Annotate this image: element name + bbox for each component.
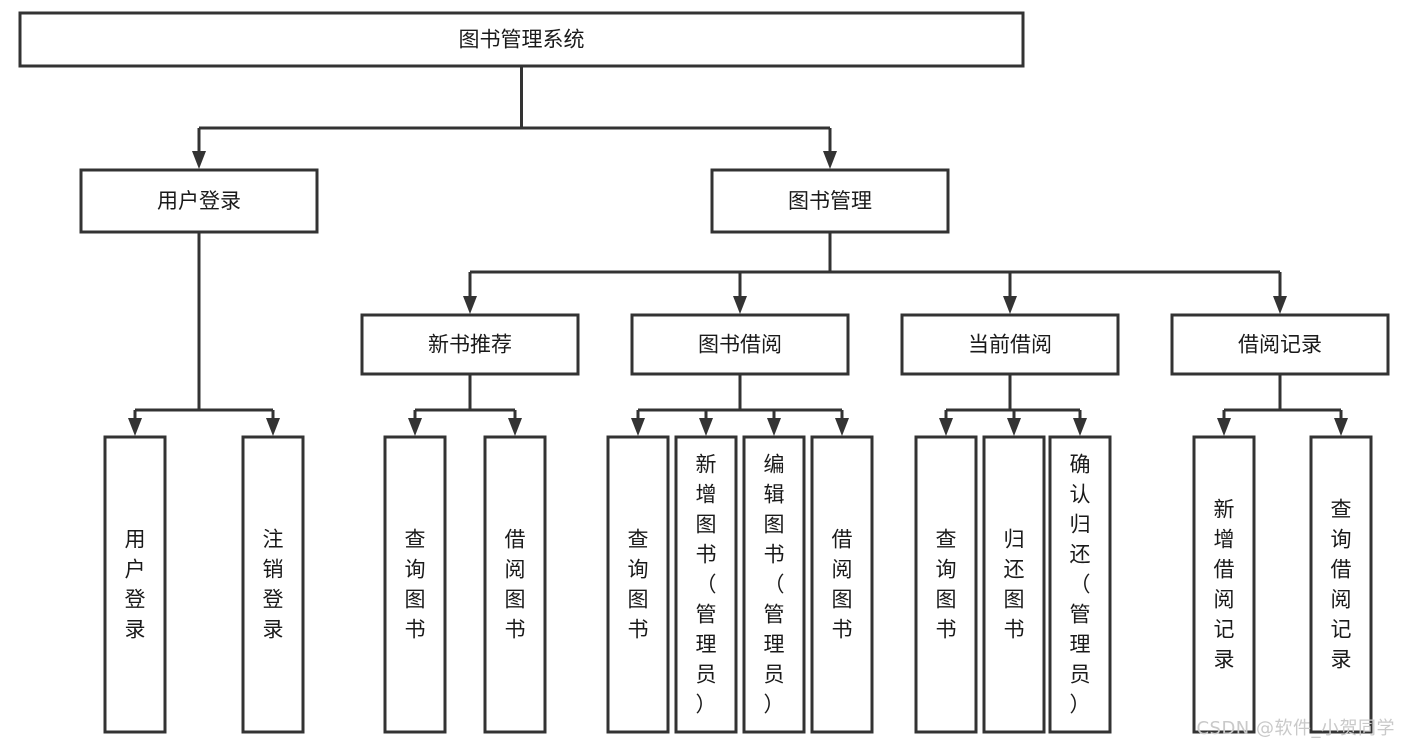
leaf-node-label: 注销登录: [263, 528, 284, 642]
leaf-node-box: [674, 435, 738, 734]
leaf-node-box: [1192, 435, 1256, 734]
node-user-login-box: [79, 168, 319, 234]
arrow-head-icon: [767, 418, 781, 436]
leaf-node-label: 用户登录: [125, 528, 146, 642]
arrow-head-icon: [1007, 418, 1021, 436]
root-node-root[interactable]: 图书管理系统: [18, 11, 1025, 68]
node-user-login[interactable]: 用户登录: [79, 168, 319, 234]
leaf-node-leaf-add-book[interactable]: 新增图书（管理员）: [674, 435, 738, 734]
leaf-node-leaf-borrow-book-1[interactable]: 借阅图书: [483, 435, 547, 734]
leaf-node-label: 编辑图书（管理员）: [764, 453, 785, 717]
node-book-borrow[interactable]: 图书借阅: [630, 313, 850, 376]
node-user-login-label: 用户登录: [157, 189, 241, 213]
leaf-node-label: 查询图书: [936, 528, 957, 642]
arrow-head-icon: [192, 151, 206, 169]
node-current-borrow-label: 当前借阅: [968, 333, 1052, 357]
node-book-borrow-box: [630, 313, 850, 376]
leaf-node-leaf-query-record[interactable]: 查询借阅记录: [1309, 435, 1373, 734]
leaf-node-leaf-borrow-book-2[interactable]: 借阅图书: [810, 435, 874, 734]
leaf-node-box: [241, 435, 305, 734]
node-new-book-recommend-box: [360, 313, 580, 376]
leaf-node-label: 借阅图书: [505, 528, 526, 642]
leaf-node-label: 新增图书（管理员）: [696, 453, 717, 717]
leaf-node-leaf-confirm-return[interactable]: 确认归还（管理员）: [1048, 435, 1112, 734]
arrow-head-icon: [733, 296, 747, 314]
arrow-head-icon: [1217, 418, 1231, 436]
leaf-node-box: [606, 435, 670, 734]
leaf-node-label: 查询图书: [405, 528, 426, 642]
root-node-root-box: [18, 11, 1025, 68]
arrow-head-icon: [631, 418, 645, 436]
leaf-node-box: [1309, 435, 1373, 734]
csdn-watermark: CSDN @软件_小贺同学: [1196, 718, 1395, 739]
leaf-node-label: 借阅图书: [832, 528, 853, 642]
arrow-head-icon: [1073, 418, 1087, 436]
node-current-borrow[interactable]: 当前借阅: [900, 313, 1120, 376]
leaf-node-leaf-edit-book[interactable]: 编辑图书（管理员）: [742, 435, 806, 734]
arrow-head-icon: [408, 418, 422, 436]
arrow-head-icon: [128, 418, 142, 436]
leaf-node-label: 确认归还（管理员）: [1070, 453, 1091, 717]
node-borrow-records[interactable]: 借阅记录: [1170, 313, 1390, 376]
leaf-node-leaf-query-book-1[interactable]: 查询图书: [383, 435, 447, 734]
node-new-book-recommend[interactable]: 新书推荐: [360, 313, 580, 376]
leaf-node-leaf-add-record[interactable]: 新增借阅记录: [1192, 435, 1256, 734]
node-book-management[interactable]: 图书管理: [710, 168, 950, 234]
arrow-head-icon: [1273, 296, 1287, 314]
leaf-node-box: [742, 435, 806, 734]
leaf-node-box: [1048, 435, 1112, 734]
node-new-book-recommend-label: 新书推荐: [428, 333, 512, 357]
node-book-management-box: [710, 168, 950, 234]
node-borrow-records-label: 借阅记录: [1238, 333, 1322, 357]
node-layer: 图书管理系统用户登录图书管理新书推荐图书借阅当前借阅借阅记录用户登录注销登录查询…: [18, 11, 1390, 734]
arrow-head-icon: [939, 418, 953, 436]
arrow-head-icon: [266, 418, 280, 436]
leaf-node-label: 查询借阅记录: [1331, 498, 1352, 672]
leaf-node-box: [914, 435, 978, 734]
node-current-borrow-box: [900, 313, 1120, 376]
leaf-node-box: [383, 435, 447, 734]
arrow-head-icon: [835, 418, 849, 436]
node-book-borrow-label: 图书借阅: [698, 333, 782, 357]
arrow-head-icon: [699, 418, 713, 436]
leaf-node-leaf-logout[interactable]: 注销登录: [241, 435, 305, 734]
leaf-node-leaf-user-login[interactable]: 用户登录: [103, 435, 167, 734]
leaf-node-box: [982, 435, 1046, 734]
leaf-node-label: 查询图书: [628, 528, 649, 642]
leaf-node-box: [483, 435, 547, 734]
arrow-head-icon: [1003, 296, 1017, 314]
root-node-root-label: 图书管理系统: [459, 28, 585, 52]
arrow-head-icon: [1334, 418, 1348, 436]
leaf-node-leaf-query-book-3[interactable]: 查询图书: [914, 435, 978, 734]
leaf-node-leaf-return-book[interactable]: 归还图书: [982, 435, 1046, 734]
node-book-management-label: 图书管理: [788, 189, 872, 213]
arrow-head-icon: [463, 296, 477, 314]
connector-layer: [128, 66, 1348, 436]
node-borrow-records-box: [1170, 313, 1390, 376]
leaf-node-label: 归还图书: [1004, 528, 1025, 642]
arrow-head-icon: [508, 418, 522, 436]
arrow-head-icon: [823, 151, 837, 169]
leaf-node-box: [810, 435, 874, 734]
leaf-node-leaf-query-book-2[interactable]: 查询图书: [606, 435, 670, 734]
leaf-node-label: 新增借阅记录: [1214, 498, 1235, 672]
leaf-node-box: [103, 435, 167, 734]
